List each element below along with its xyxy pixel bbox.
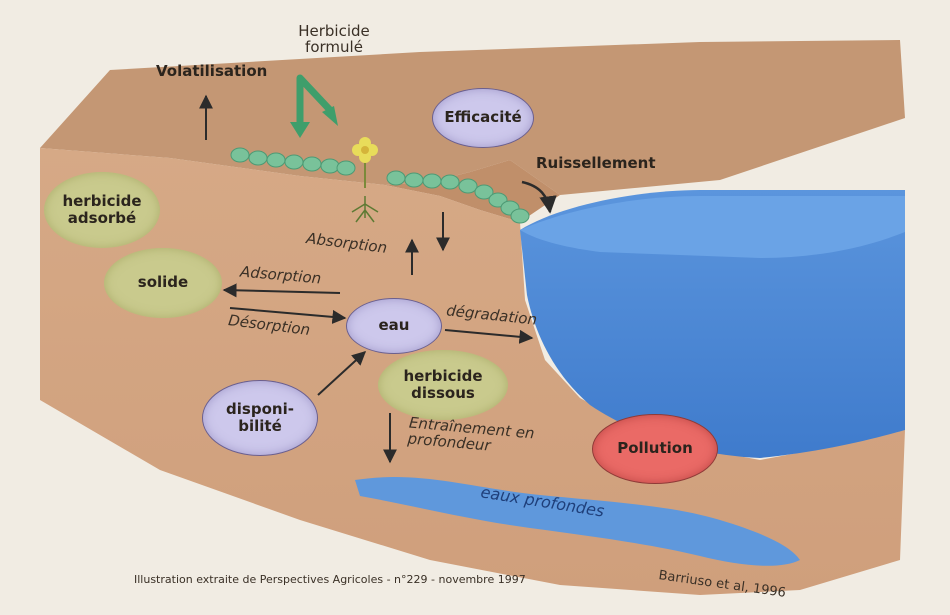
image-credit: Illustration extraite de Perspectives Ag…: [134, 574, 526, 586]
herbicide-droplet-icon: [387, 171, 405, 185]
label-volatilisation: Volatilisation: [156, 64, 267, 80]
eau-label: eau: [379, 317, 410, 334]
herbicide-droplet-icon: [321, 159, 339, 173]
herbicide-droplet-icon: [249, 151, 267, 165]
herbicide-droplet-icon: [459, 179, 477, 193]
herbicide-droplet-icon: [267, 153, 285, 167]
herbicide-droplet-icon: [423, 174, 441, 188]
herbicide-droplet-icon: [303, 157, 321, 171]
pollution-label: Pollution: [617, 440, 693, 457]
label-herbicide-formule: Herbicide formulé: [282, 24, 386, 56]
oval-pollution: Pollution: [592, 414, 718, 484]
oval-herbicide-dissous: herbicide dissous: [378, 350, 508, 420]
herbicide-droplet-icon: [441, 175, 459, 189]
efficacite-label: Efficacité: [444, 109, 521, 126]
oval-herbicide-adsorbe: herbicide adsorbé: [44, 172, 160, 248]
herbicide-droplet-icon: [285, 155, 303, 169]
herbicide-dissous-line2: dissous: [403, 385, 482, 402]
oval-solide: solide: [104, 248, 222, 318]
herbicide-adsorbe-line1: herbicide: [62, 193, 141, 210]
herbicide-droplet-icon: [231, 148, 249, 162]
herbicide-adsorbe-line2: adsorbé: [62, 210, 141, 227]
herbicide-droplet-icon: [511, 209, 529, 223]
disponibilite-line1: disponi-: [226, 401, 294, 418]
solide-label: solide: [138, 274, 188, 291]
disponibilite-line2: bilité: [226, 418, 294, 435]
oval-eau: eau: [346, 298, 442, 354]
herbicide-droplet-icon: [405, 173, 423, 187]
herbicide-droplet-icon: [337, 161, 355, 175]
oval-efficacite: Efficacité: [432, 88, 534, 148]
herbicide-dissous-line1: herbicide: [403, 368, 482, 385]
label-ruissellement: Ruissellement: [536, 156, 656, 172]
oval-disponibilite: disponi- bilité: [202, 380, 318, 456]
